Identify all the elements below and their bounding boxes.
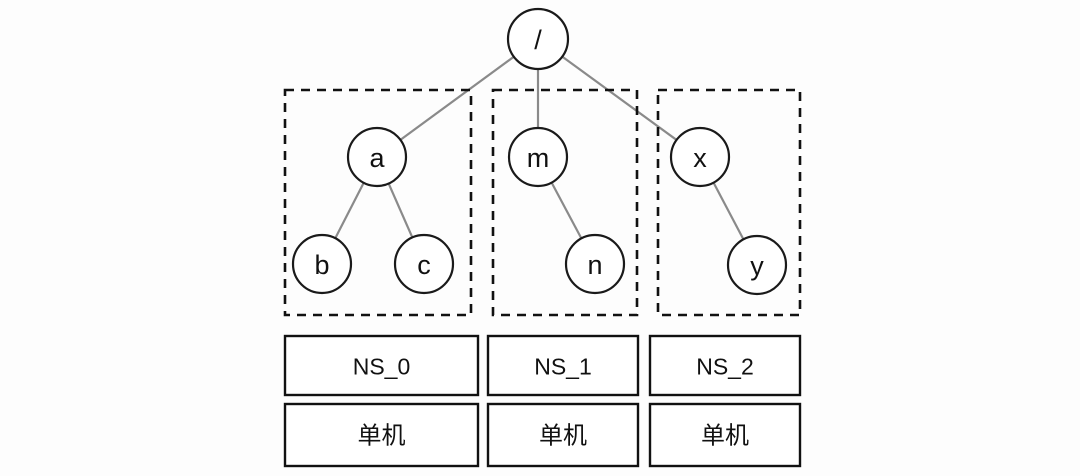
node-circle-a <box>346 126 408 188</box>
machine-box-rect-2 <box>648 402 802 468</box>
machine-box-rect-0 <box>283 402 480 468</box>
group-boxes-layer <box>283 88 802 317</box>
edge-a-b <box>334 182 365 239</box>
node-label-n: n <box>587 250 602 280</box>
tree-node-y[interactable]: y <box>726 234 788 296</box>
namespace-box-rect-0 <box>283 334 480 397</box>
edge-x-y <box>712 182 745 240</box>
namespace-box-0[interactable]: NS_0 <box>283 334 480 397</box>
node-label-x: x <box>693 143 707 173</box>
tree-node-a[interactable]: a <box>346 126 408 188</box>
node-label-a: a <box>369 143 385 173</box>
tree-node-root[interactable]: / <box>506 7 570 71</box>
namespace-box-label-1: NS_1 <box>534 354 592 380</box>
node-label-root: / <box>534 25 542 55</box>
edges-layer <box>334 55 745 240</box>
node-circle-m <box>507 126 569 188</box>
machine-box-label-1: 单机 <box>539 423 587 450</box>
tree-node-x[interactable]: x <box>669 126 731 188</box>
node-label-c: c <box>417 250 431 280</box>
node-circle-n <box>564 233 626 295</box>
namespace-box-2[interactable]: NS_2 <box>648 334 802 397</box>
namespace-group-box-1 <box>491 88 639 317</box>
namespace-group-box-0 <box>283 88 473 317</box>
namespace-group-box-2 <box>656 88 802 317</box>
label-boxes-layer: NS_0 NS_1 NS_2 单机 单机 单机 <box>283 334 802 468</box>
edge-a-c <box>387 183 414 238</box>
node-circle-b <box>291 233 353 295</box>
namespace-box-1[interactable]: NS_1 <box>486 334 640 397</box>
machine-box-label-2: 单机 <box>701 423 749 450</box>
node-label-m: m <box>527 143 550 173</box>
machine-box-label-0: 单机 <box>358 423 406 450</box>
namespace-box-label-0: NS_0 <box>353 354 411 380</box>
namespace-box-rect-2 <box>648 334 802 397</box>
tree-node-n[interactable]: n <box>564 233 626 295</box>
node-label-b: b <box>314 250 329 280</box>
tree-nodes-layer: / a b c m n x y <box>291 7 788 296</box>
edge-root-x <box>561 55 678 141</box>
node-circle-c <box>393 233 455 295</box>
tree-node-m[interactable]: m <box>507 126 569 188</box>
namespace-box-rect-1 <box>486 334 640 397</box>
machine-box-2[interactable]: 单机 <box>648 402 802 468</box>
node-circle-y <box>726 234 788 296</box>
edge-root-a <box>399 55 515 141</box>
node-circle-root <box>506 7 570 71</box>
tree-node-c[interactable]: c <box>393 233 455 295</box>
node-circle-x <box>669 126 731 188</box>
machine-box-rect-1 <box>486 402 640 468</box>
namespace-box-label-2: NS_2 <box>696 354 754 380</box>
node-label-y: y <box>750 251 764 281</box>
edge-m-n <box>550 182 583 239</box>
machine-box-0[interactable]: 单机 <box>283 402 480 468</box>
machine-box-1[interactable]: 单机 <box>486 402 640 468</box>
tree-node-b[interactable]: b <box>291 233 353 295</box>
